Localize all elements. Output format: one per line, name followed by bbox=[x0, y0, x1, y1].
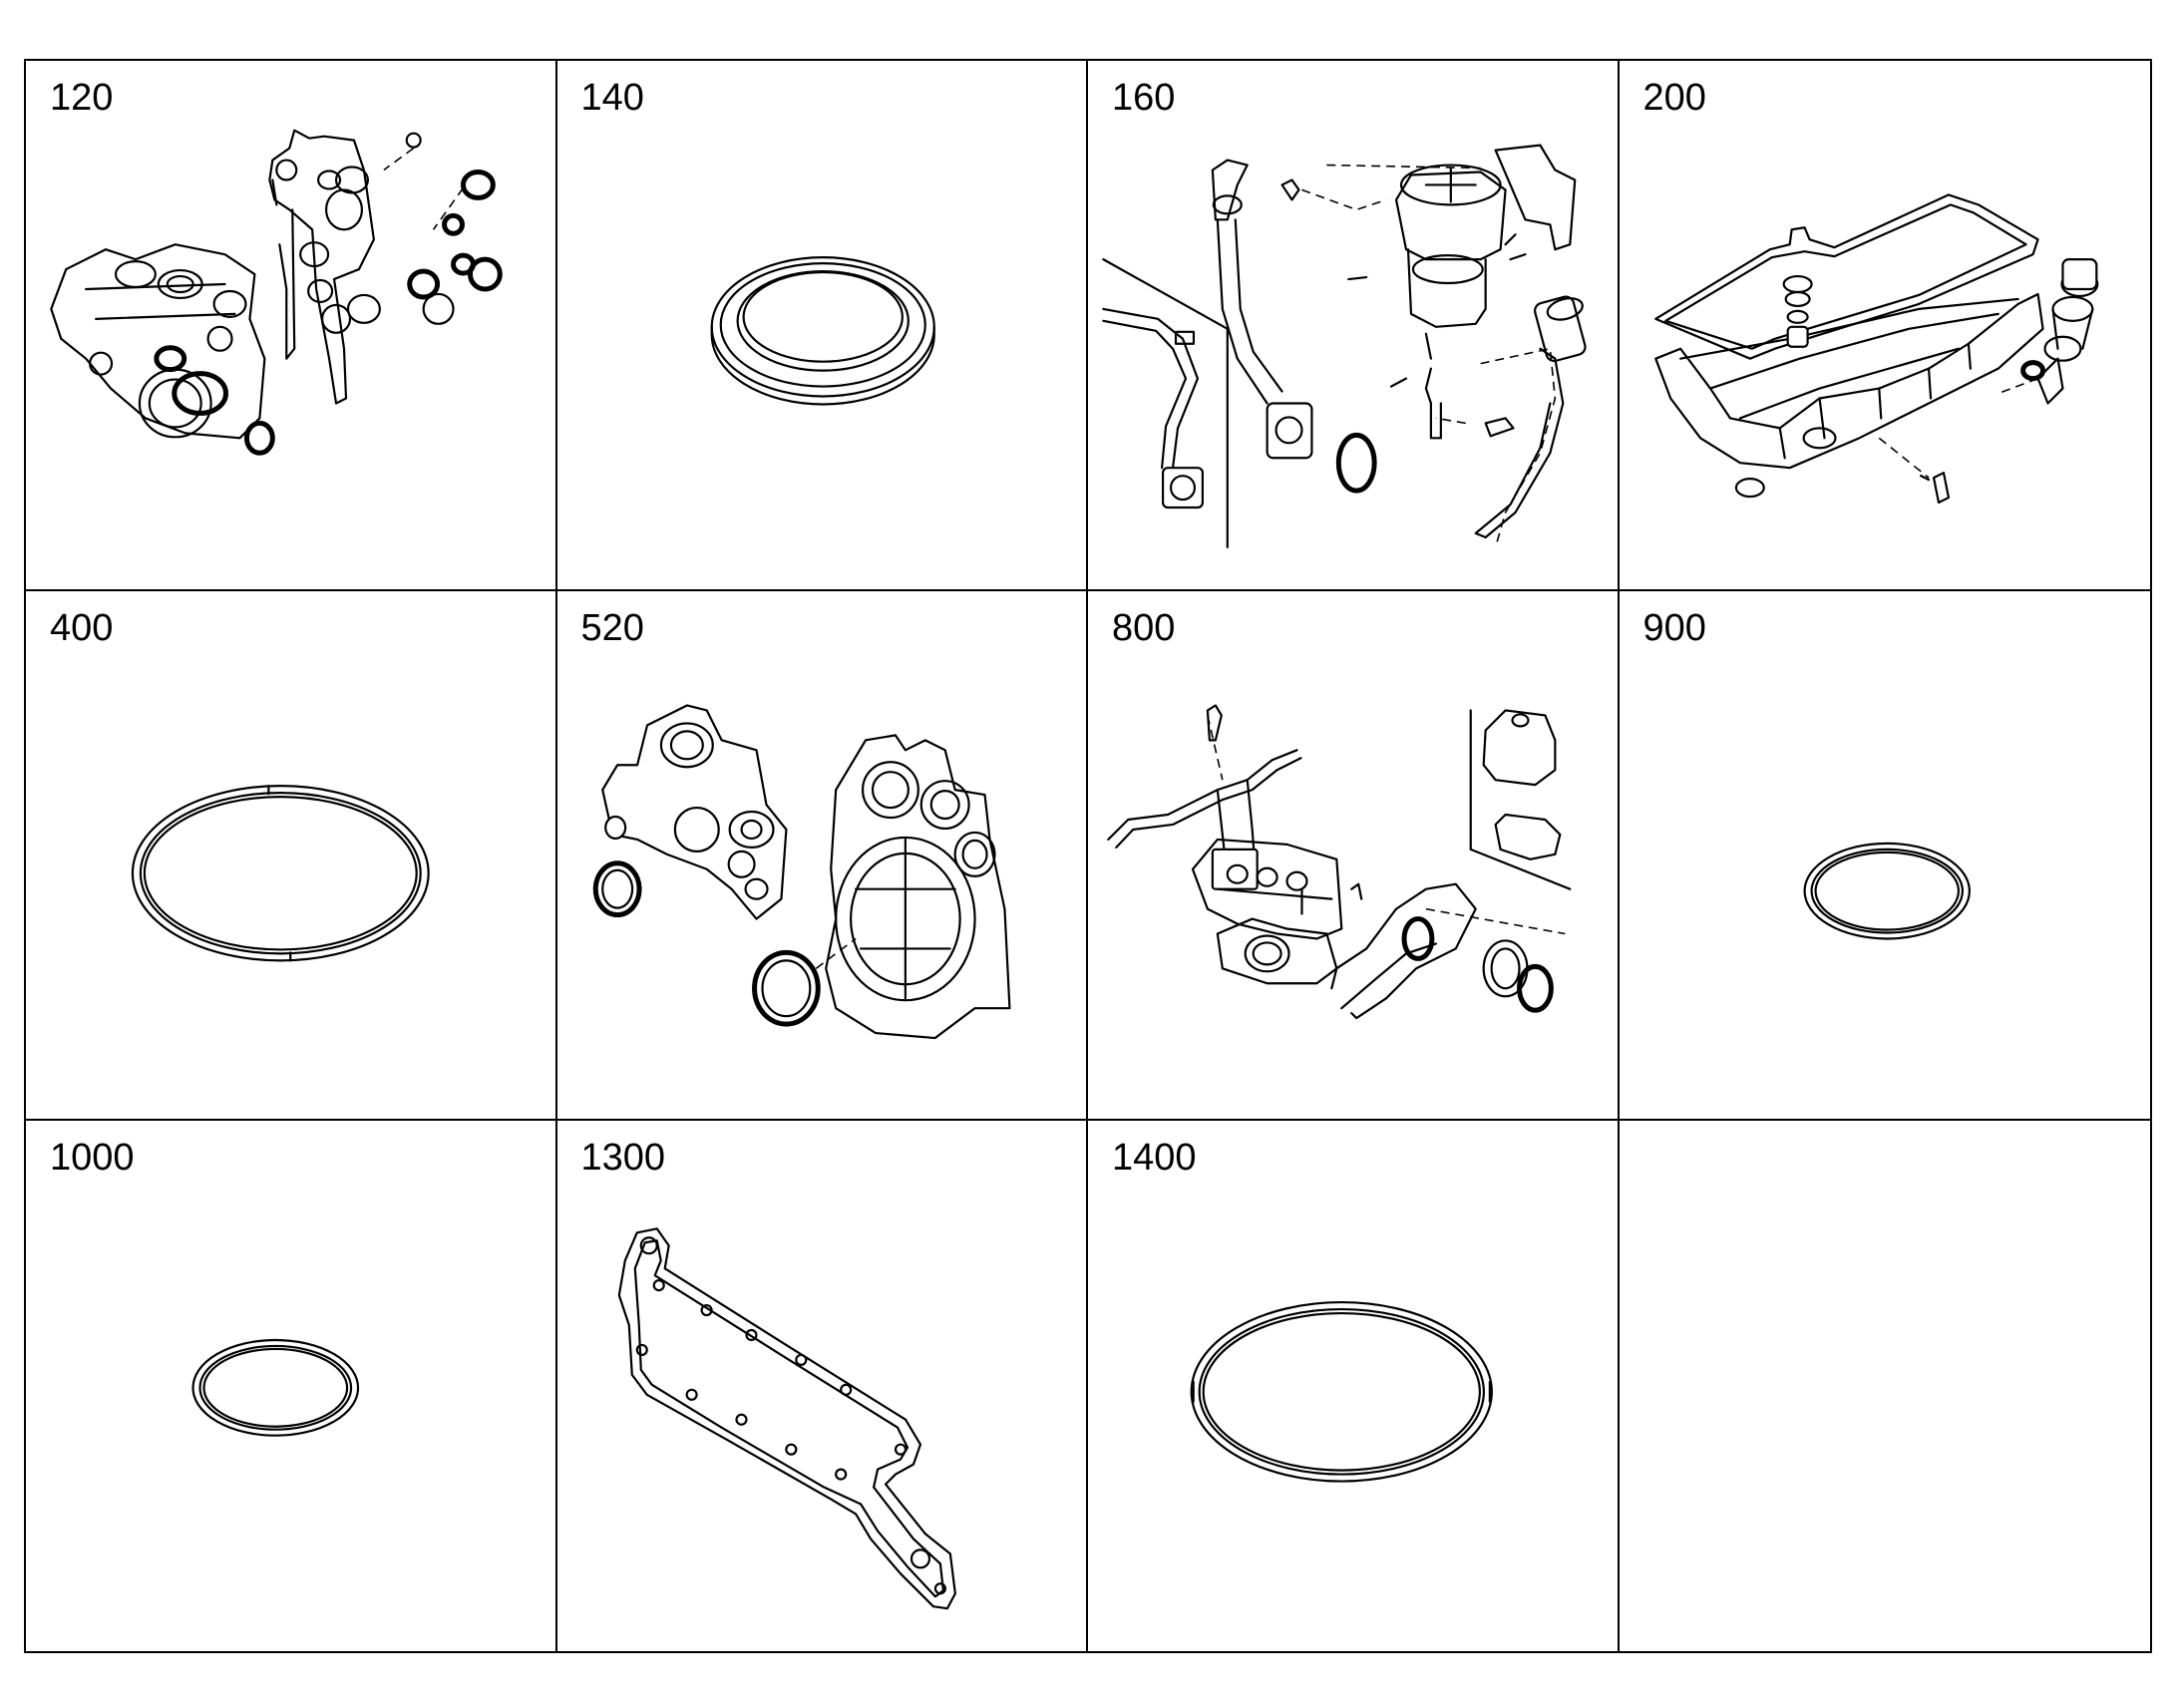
part-number: 1400 bbox=[1112, 1137, 1197, 1180]
part-number: 400 bbox=[50, 606, 114, 649]
part-cell-140[interactable]: 140 bbox=[556, 61, 1088, 591]
part-number: 200 bbox=[1642, 77, 1706, 119]
flywheel-housing-seals-icon bbox=[592, 704, 1011, 1039]
part-cell-1400[interactable]: 1400 bbox=[1088, 1121, 1620, 1651]
part-cell-160[interactable]: 160 bbox=[1088, 61, 1620, 591]
small-o-ring-icon bbox=[191, 1339, 360, 1438]
part-cell-520[interactable]: 520 bbox=[556, 590, 1088, 1122]
part-number: 800 bbox=[1112, 606, 1176, 649]
part-number: 900 bbox=[1642, 606, 1706, 649]
empty-cell bbox=[1619, 1121, 2150, 1651]
oil-cooler-gasket-icon bbox=[617, 1227, 956, 1610]
oil-separator-kit-icon bbox=[1102, 144, 1587, 548]
part-number: 140 bbox=[580, 77, 644, 119]
part-cell-200[interactable]: 200 bbox=[1619, 61, 2150, 591]
parts-grid: 120 bbox=[24, 59, 2152, 1653]
part-number: 1000 bbox=[50, 1137, 135, 1180]
part-cell-800[interactable]: 800 bbox=[1088, 590, 1620, 1122]
part-number: 160 bbox=[1112, 77, 1176, 119]
oil-pan-gasket-icon bbox=[1653, 193, 2098, 505]
timing-case-gasket-set-icon bbox=[50, 129, 503, 456]
cylinder-head-gasket-set-icon bbox=[1107, 704, 1572, 1019]
part-cell-1300[interactable]: 1300 bbox=[556, 1121, 1088, 1651]
part-cell-120[interactable]: 120 bbox=[26, 61, 557, 591]
crankshaft-seal-ring-icon bbox=[710, 256, 935, 406]
part-cell-400[interactable]: 400 bbox=[26, 590, 557, 1122]
part-number: 520 bbox=[580, 606, 644, 649]
large-o-ring-icon bbox=[131, 784, 430, 962]
sealing-ring-icon bbox=[1190, 1301, 1493, 1483]
part-cell-900[interactable]: 900 bbox=[1619, 590, 2150, 1122]
part-cell-1000[interactable]: 1000 bbox=[26, 1121, 557, 1651]
o-ring-icon bbox=[1803, 842, 1971, 940]
part-number: 120 bbox=[50, 77, 114, 119]
part-number: 1300 bbox=[580, 1137, 666, 1180]
